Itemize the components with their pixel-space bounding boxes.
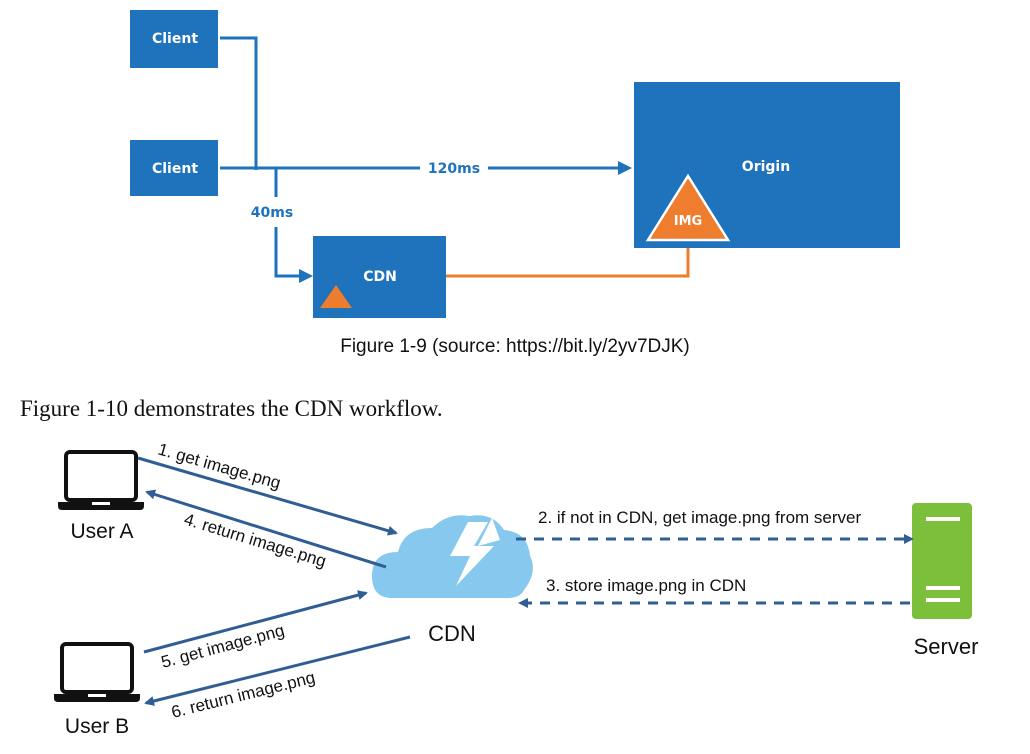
server-label: Server: [914, 634, 979, 659]
cdn-cloud-icon: [372, 515, 533, 598]
user-a-label: User A: [70, 520, 133, 543]
img-label: IMG: [674, 214, 702, 229]
client-box-top: [130, 10, 218, 68]
figure-caption: Figure 1-9 (source: https://bit.ly/2yv7D…: [340, 336, 690, 357]
lightning-bolt-icon: [450, 522, 494, 586]
user-b-label: User B: [65, 715, 129, 738]
cdn-box-label: CDN: [363, 269, 397, 285]
cdn-origin-orange-link: [446, 238, 690, 278]
origin-label: Origin: [742, 159, 790, 175]
latency-cdn-label: 40ms: [251, 205, 293, 221]
origin-arrowhead: [618, 161, 632, 175]
figure-1-9-diagram: Client Client Origin IMG CDN 120ms 40ms: [130, 10, 900, 318]
server-icon: [912, 503, 972, 619]
laptop-icon-user-b: [54, 642, 140, 702]
client-top-label: Client: [152, 31, 198, 47]
arrow-step1: [137, 456, 398, 536]
step5-label: 5. get image.png: [159, 621, 286, 672]
step4-label: 4. return image.png: [182, 510, 329, 571]
img-triangle-icon: [645, 173, 731, 242]
arrow-step5: [143, 590, 368, 654]
client-box-bottom: [130, 140, 218, 196]
client-bottom-label: Client: [152, 161, 198, 177]
step2-label: 2. if not in CDN, get image.png from ser…: [538, 508, 861, 527]
step1-label: 1. get image.png: [156, 440, 283, 493]
step3-label: 3. store image.png in CDN: [546, 576, 746, 595]
latency-origin-label: 120ms: [428, 161, 480, 177]
arrow-step4: [145, 489, 387, 569]
client-top-connector: [220, 36, 258, 170]
step6-label: 6. return image.png: [169, 668, 317, 722]
body-paragraph: Figure 1-10 demonstrates the CDN workflo…: [20, 396, 443, 421]
cdn-triangle-icon: [320, 285, 352, 308]
cdn-label: CDN: [428, 621, 476, 646]
cdn-connector-lower: [274, 227, 300, 278]
arrow-step6: [144, 635, 411, 706]
cdn-arrowhead: [299, 269, 313, 283]
laptop-icon-user-a: [58, 450, 144, 510]
